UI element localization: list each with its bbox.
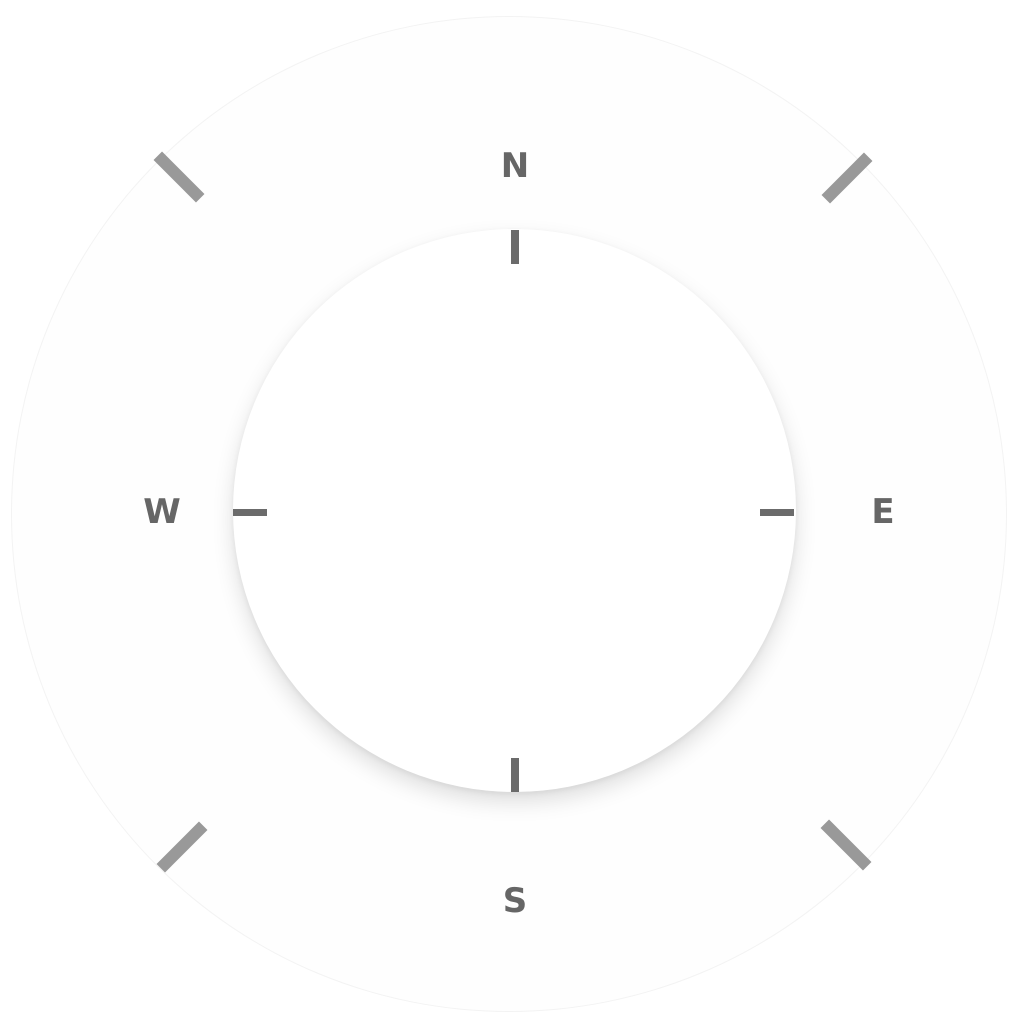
compass-inner-dial [233,229,796,792]
north-tick [511,230,519,264]
east-tick [760,508,794,516]
east-label: E [871,492,895,532]
south-label: S [502,881,528,921]
west-tick [233,508,267,516]
west-label: W [143,492,181,532]
south-tick [511,758,519,792]
north-label: N [500,146,530,186]
